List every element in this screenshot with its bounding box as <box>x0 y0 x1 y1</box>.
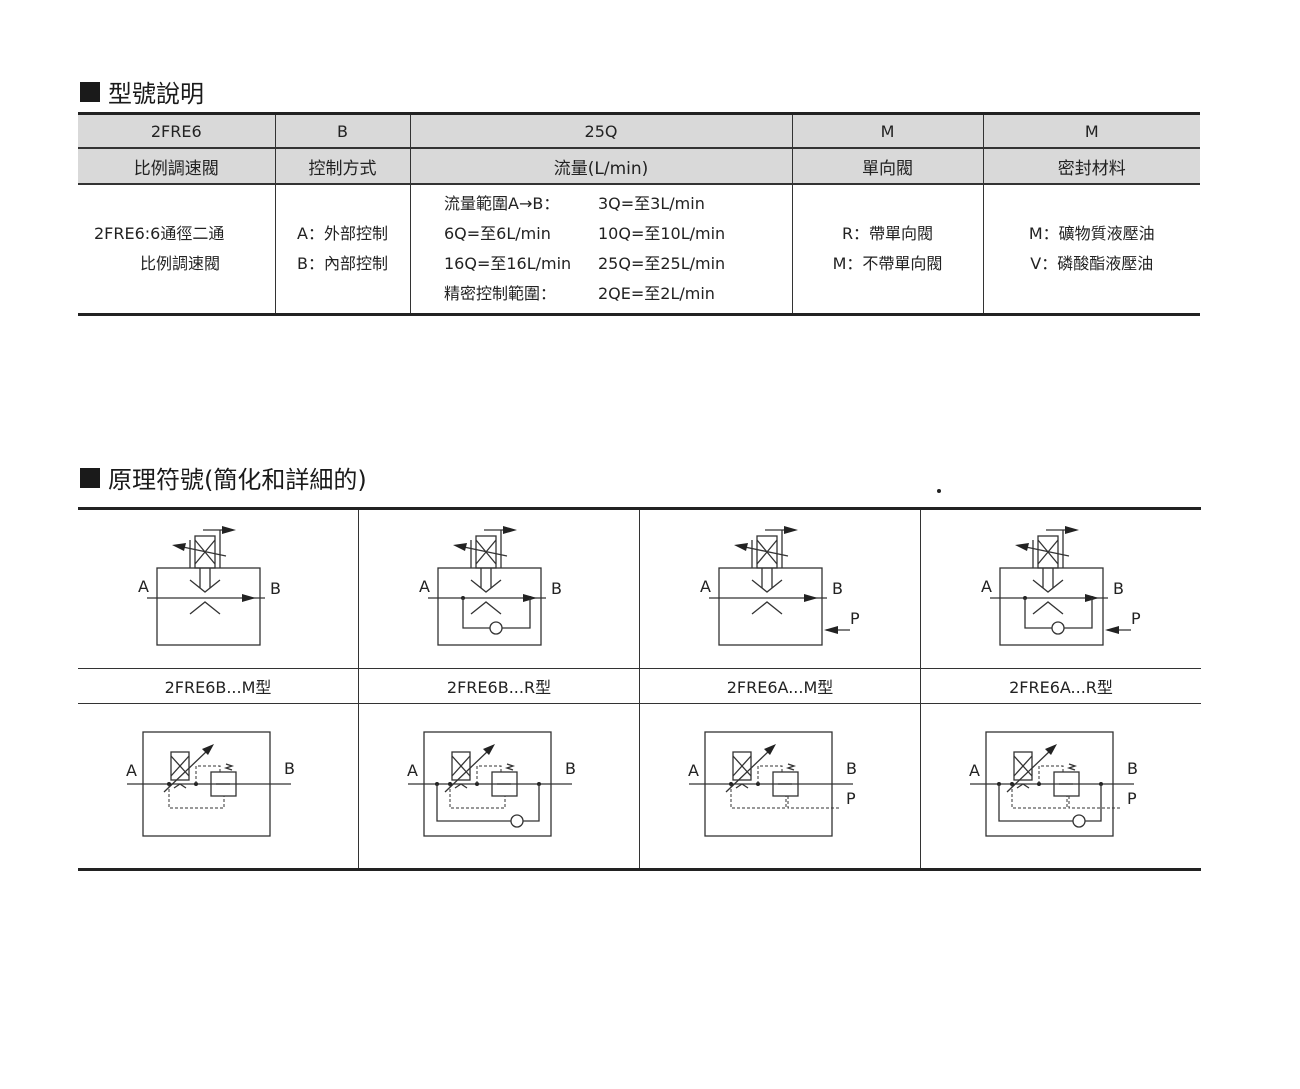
port-a-label: A <box>419 577 430 596</box>
section-title: 原理符號(簡化和詳細的) <box>108 466 367 494</box>
symbol-label: 2FRE6A...R型 <box>920 668 1201 704</box>
text: 6Q=至6L/min <box>444 224 551 243</box>
square-bullet-icon <box>80 467 100 488</box>
header-cell: 比例調速閥 <box>78 148 275 185</box>
text: M：不帶單向閥 <box>832 254 943 273</box>
port-p-label: P <box>850 609 860 628</box>
detailed-symbol-diagram: A BP <box>688 731 857 837</box>
code-cell: M <box>791 113 983 149</box>
text: A：外部控制 <box>297 223 388 243</box>
port-a-label: A <box>688 761 699 780</box>
simplified-symbol-diagram: A BP <box>981 526 1141 646</box>
port-a-label: A <box>126 761 137 780</box>
text: 3Q=至3L/min <box>598 194 705 213</box>
symbol-label: 2FRE6A...M型 <box>639 668 921 704</box>
port-b-label: B <box>1127 759 1138 778</box>
flow-cell: 流量範圍A→B： 3Q=至3L/min 6Q=至6L/min 10Q=至10L/mi… <box>409 184 792 315</box>
text: 2QE=至2L/min <box>598 284 715 303</box>
section-heading-symbols: 原理符號(簡化和詳細的) <box>80 460 367 495</box>
dot-mark <box>937 489 941 493</box>
text: M：礦物質液壓油 <box>1028 223 1155 243</box>
header-cell: 單向閥 <box>791 148 983 185</box>
simplified-symbol-diagram: A BP <box>700 526 860 646</box>
port-a-label: A <box>138 577 149 596</box>
section-heading-model: 型號說明 <box>80 74 204 109</box>
control-cell: A：外部控制 B：內部控制 <box>274 184 410 315</box>
port-b-label: B <box>1113 579 1124 598</box>
code-cell: M <box>982 113 1200 149</box>
port-b-label: B <box>846 759 857 778</box>
code-cell: 2FRE6 <box>78 113 275 149</box>
header-cell: 密封材料 <box>982 148 1200 185</box>
text: 精密控制範圍： <box>444 284 557 303</box>
detailed-symbol-diagram: A BP <box>969 731 1138 837</box>
valve-type-cell: 2FRE6:6通徑二通比例調速閥 <box>78 184 275 315</box>
symbol-label: 2FRE6B...M型 <box>78 668 359 704</box>
port-a-label: A <box>969 761 980 780</box>
port-p-label: P <box>1131 609 1141 628</box>
header-cell: 控制方式 <box>274 148 410 185</box>
text: 2FRE6:6通徑二通 <box>94 223 225 243</box>
code-cell: B <box>274 113 410 149</box>
port-p-label: P <box>1127 789 1137 808</box>
model-code-table: 2FRE6 B 25Q M M 比例調速閥 控制方式 流量(L/min) 單向閥… <box>78 112 1200 316</box>
text: 25Q=至25L/min <box>598 254 726 273</box>
port-a-label: A <box>407 761 418 780</box>
code-cell: 25Q <box>409 113 792 149</box>
text: R：帶單向閥 <box>841 223 934 243</box>
text: 比例調速閥 <box>140 254 221 273</box>
check-valve-cell: R：帶單向閥 M：不帶單向閥 <box>791 184 983 315</box>
symbol-label: 2FRE6B...R型 <box>358 668 640 704</box>
header-cell: 流量(L/min) <box>409 148 792 185</box>
port-p-label: P <box>846 789 856 808</box>
port-b-label: B <box>551 579 562 598</box>
seal-cell: M：礦物質液壓油 V：磷酸酯液壓油 <box>982 184 1200 315</box>
text: V：磷酸酯液壓油 <box>1030 254 1154 273</box>
text: 16Q=至16L/min <box>444 254 572 273</box>
port-a-label: A <box>981 577 992 596</box>
port-b-label: B <box>284 759 295 778</box>
square-bullet-icon <box>80 81 100 102</box>
port-b-label: B <box>565 759 576 778</box>
section-title: 型號說明 <box>108 80 204 108</box>
port-b-label: B <box>832 579 843 598</box>
port-a-label: A <box>700 577 711 596</box>
text: 流量範圍A→B： <box>444 194 560 213</box>
port-b-label: B <box>270 579 281 598</box>
text: 10Q=至10L/min <box>598 224 726 243</box>
text: B：內部控制 <box>297 254 388 273</box>
